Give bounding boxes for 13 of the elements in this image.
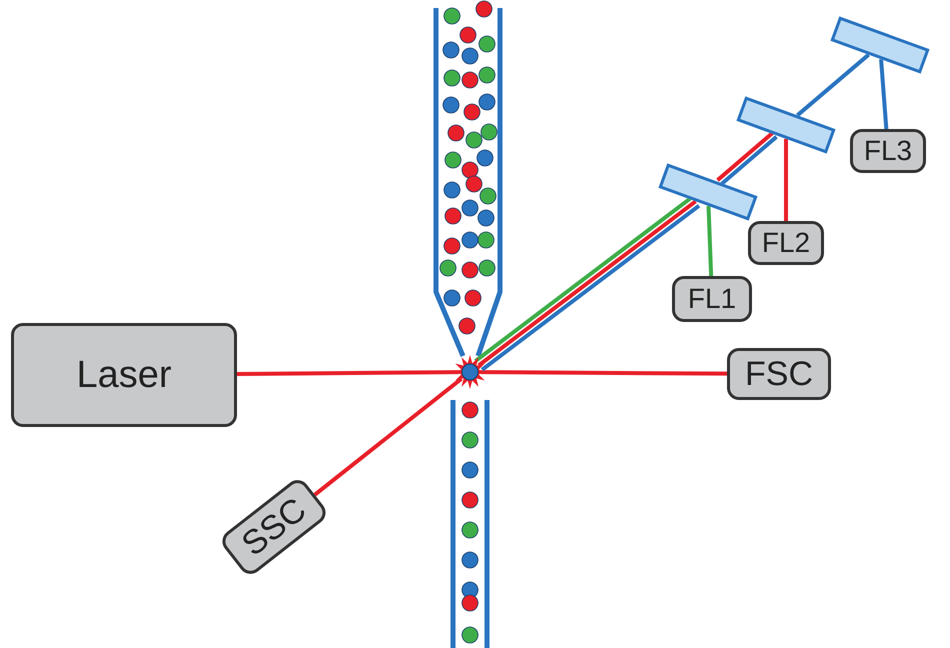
detector-box: FL3 xyxy=(850,129,926,173)
light-beam xyxy=(236,370,460,376)
detector-box: FSC xyxy=(727,348,831,400)
light-beam xyxy=(796,53,870,117)
light-beam xyxy=(879,59,888,130)
detector-box: FL2 xyxy=(748,221,824,265)
light-beam xyxy=(784,138,788,221)
light-beam xyxy=(314,377,463,496)
light-beam xyxy=(706,206,714,276)
detector-box: FL1 xyxy=(672,276,752,322)
interrogation-point xyxy=(453,355,487,389)
light-beam xyxy=(480,370,728,376)
laser-box: Laser xyxy=(11,323,237,427)
